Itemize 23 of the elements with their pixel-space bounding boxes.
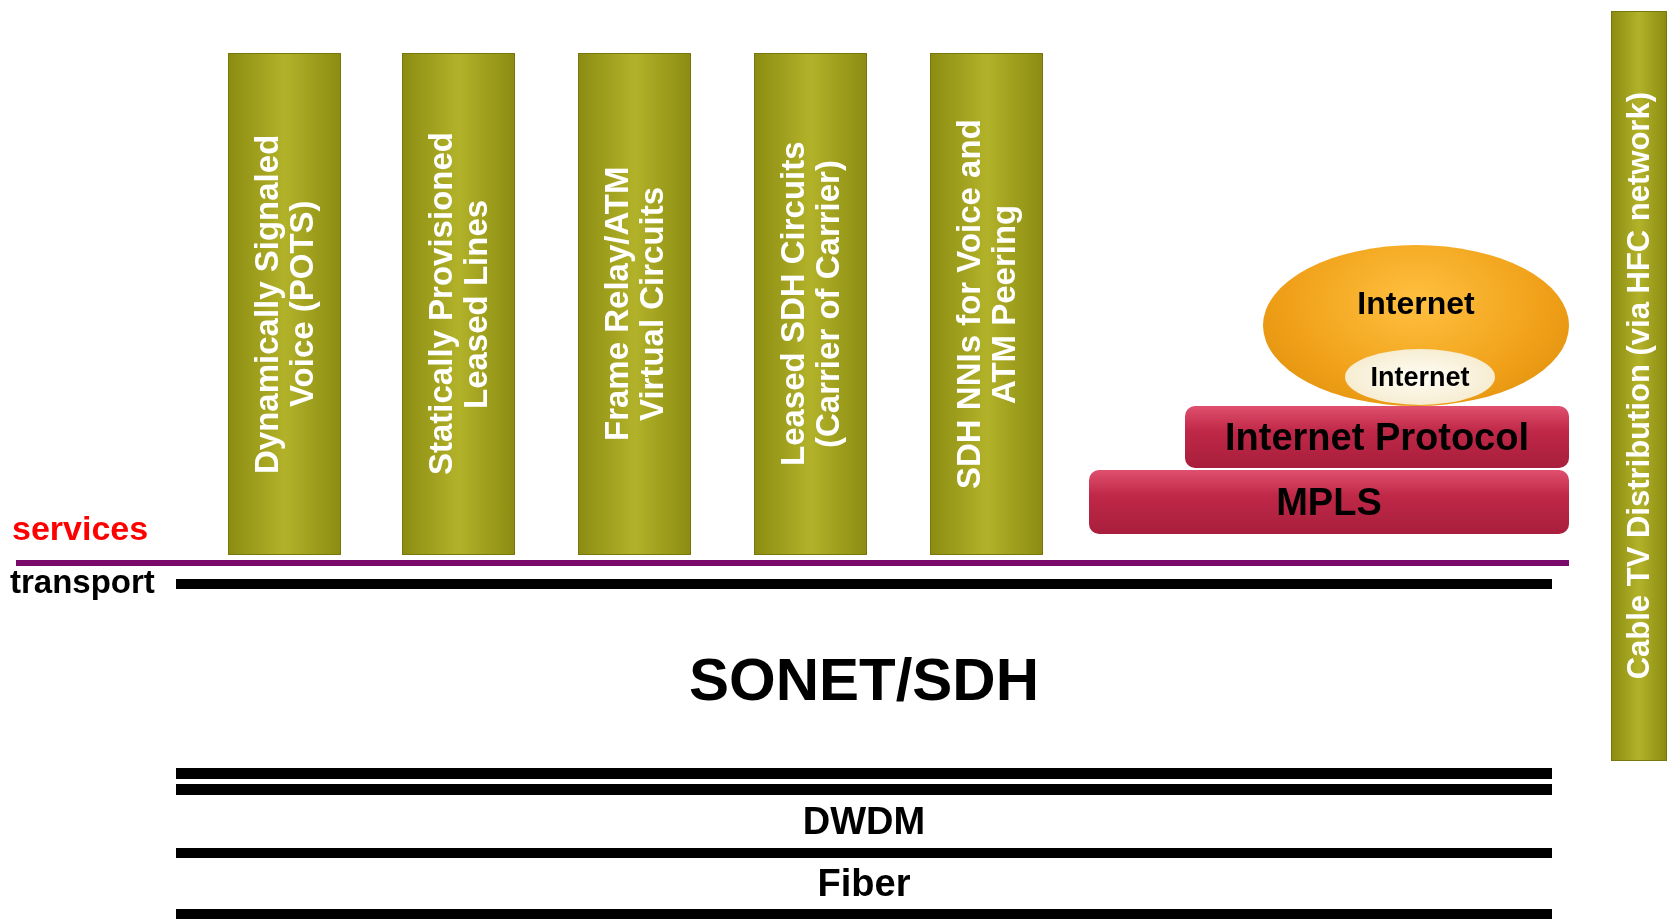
side-bar — [1611, 11, 1667, 761]
protocol-layer — [1185, 406, 1569, 468]
service-label: Dynamically Signaled Voice (POTS) — [249, 133, 320, 476]
service-bar — [754, 53, 867, 555]
protocol-layer — [1089, 470, 1569, 534]
side-label: Cable TV Distribution (via HFC network) — [1622, 92, 1656, 680]
band-label: DWDM — [802, 799, 926, 843]
layer-caption: transport — [10, 563, 155, 601]
service-bar — [578, 53, 691, 555]
layer-label: Internet Protocol — [1225, 415, 1529, 459]
service-label: SDH NNIs for Voice and ATM Peering — [951, 118, 1022, 490]
band-label: Fiber — [817, 862, 911, 905]
service-bar — [402, 53, 515, 555]
service-label: Leased SDH Circuits (Carrier of Carrier) — [775, 140, 846, 469]
service-bar — [228, 53, 341, 555]
layer-caption: services — [12, 509, 149, 548]
service-bar — [930, 53, 1043, 555]
ellipse-label: Internet — [1357, 285, 1475, 322]
service-label: Frame Relay/ATM Virtual Circuits — [599, 165, 670, 444]
band-label: SONET/SDH — [688, 644, 1039, 714]
service-label: Statically Provisioned Leased Lines — [423, 131, 494, 478]
layer-label: MPLS — [1276, 480, 1382, 524]
ellipse-label: Internet — [1370, 361, 1470, 393]
